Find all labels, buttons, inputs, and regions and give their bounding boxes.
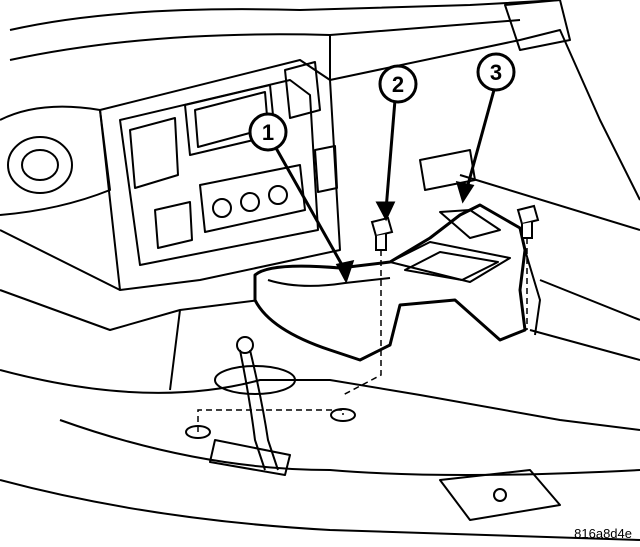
figure-code: 816a8d4e xyxy=(574,526,632,541)
callout-3-label: 3 xyxy=(490,60,502,85)
floor-area xyxy=(0,336,640,541)
callout-1: 1 xyxy=(248,112,288,152)
install-path-lines xyxy=(197,238,528,432)
callout-3: 3 xyxy=(476,52,516,92)
bolt-right xyxy=(516,204,540,239)
floor-console xyxy=(253,203,541,362)
bolt-left xyxy=(370,216,394,251)
callout-leaders xyxy=(274,89,496,284)
callout-1-label: 1 xyxy=(262,120,274,145)
callout-2: 2 xyxy=(378,64,418,104)
callout-2-label: 2 xyxy=(392,72,404,97)
